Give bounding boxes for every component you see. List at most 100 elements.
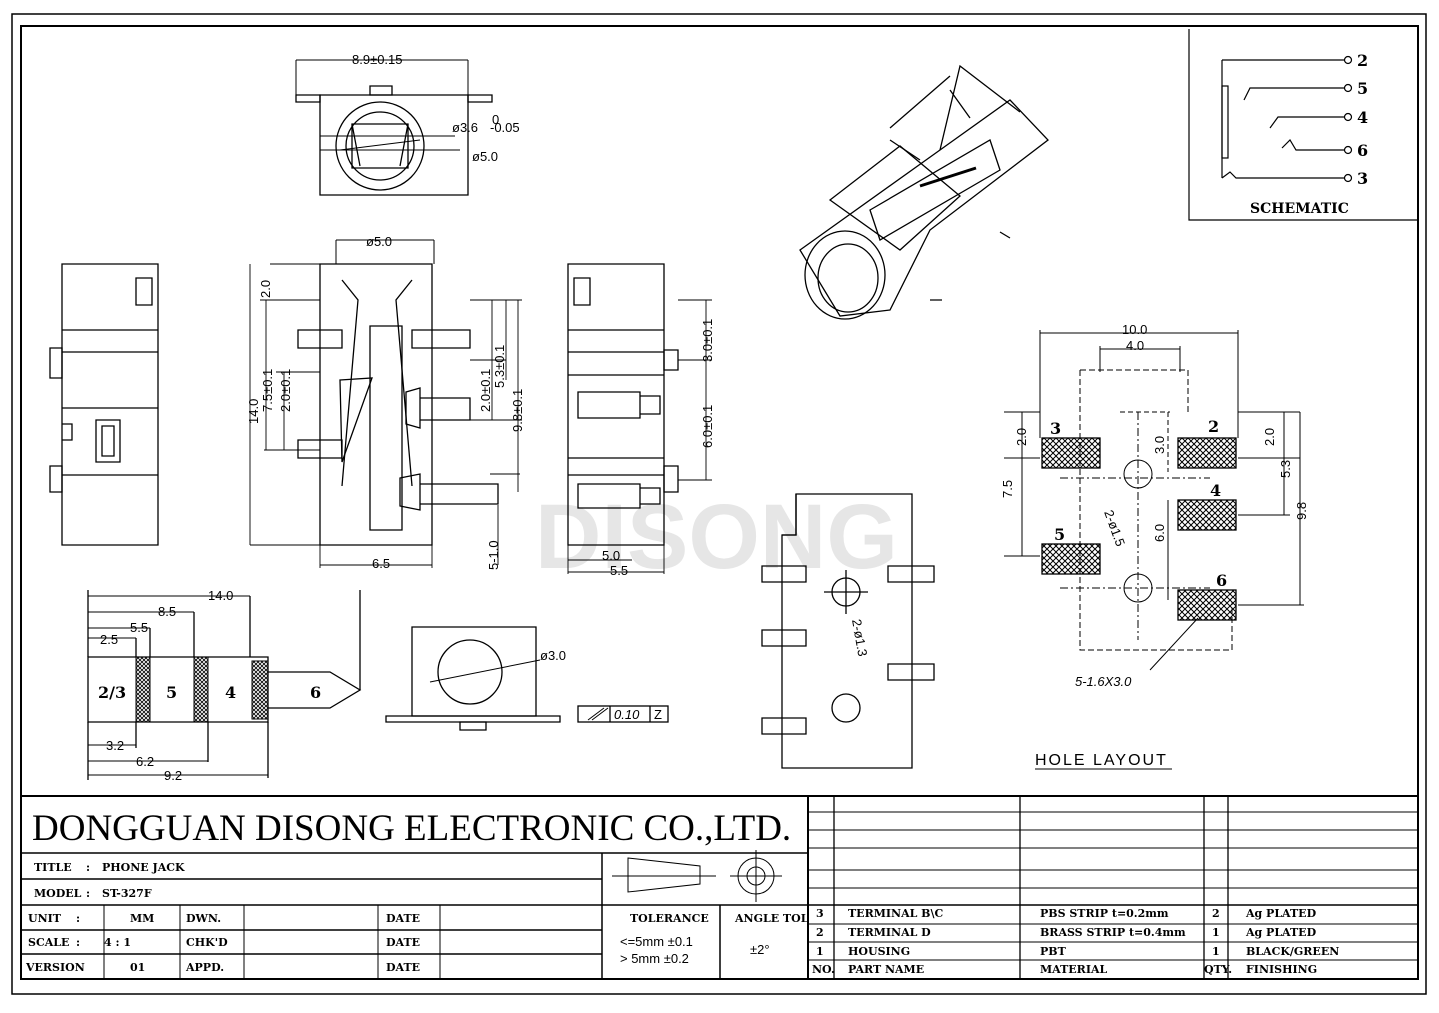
- angle-tol-label: ANGLE TOL: [734, 912, 809, 925]
- bom-header-no: NO.: [812, 963, 835, 976]
- hole-slot: 5-1.6X3.0: [1075, 674, 1132, 689]
- bom-header-part: PART NAME: [848, 963, 924, 976]
- front-view: [249, 239, 522, 568]
- scale-role: CHK'D: [186, 936, 228, 949]
- tolerance-line1: <=5mm ±0.1: [620, 934, 693, 949]
- plug-d55: 5.5: [130, 620, 148, 635]
- hole-h60: 6.0: [1152, 524, 1167, 542]
- bom-header-finish: FINISHING: [1246, 963, 1317, 976]
- unit-value: MM: [130, 912, 154, 925]
- pad-label-4: 4: [1210, 481, 1221, 500]
- front-h20: 2.0: [258, 280, 273, 298]
- hole-h75: 7.5: [1000, 480, 1015, 498]
- scale-label: SCALE: [28, 936, 69, 949]
- plug-d140: 14.0: [208, 588, 233, 603]
- plug-d32: 3.2: [106, 738, 124, 753]
- bottom-d30: ø3.0: [540, 648, 566, 663]
- model-value: ST-327F: [102, 887, 152, 900]
- plug-d92: 9.2: [164, 768, 182, 783]
- bom-no-2: 2: [816, 926, 824, 939]
- plug-seg-5: 5: [166, 683, 177, 702]
- schematic: [1188, 29, 1418, 221]
- pcb-view: [761, 493, 935, 769]
- schematic-label: SCHEMATIC: [1250, 201, 1349, 217]
- front-r20: 2.0±0.1: [478, 369, 493, 412]
- side-h60: 6.0±0.1: [700, 405, 715, 448]
- bottom-flat: 0.10: [614, 707, 640, 722]
- bottom-view: [385, 626, 669, 731]
- unit-role: DWN.: [186, 912, 221, 925]
- front-h75: 7.5±0.1: [260, 369, 275, 412]
- scale-date: DATE: [386, 936, 420, 949]
- hole-layout: [1004, 330, 1304, 671]
- version-date: DATE: [386, 961, 420, 974]
- bom-material-2: BRASS STRIP t=0.4mm: [1040, 926, 1186, 939]
- pad-3: [1041, 437, 1101, 469]
- pad-label-6: 6: [1216, 571, 1227, 590]
- bom-finish-1: BLACK/GREEN: [1246, 945, 1339, 958]
- unit-sep: :: [76, 912, 80, 925]
- front-h20b: 2.0±0.1: [278, 369, 293, 412]
- angle-tol-value: ±2°: [750, 942, 770, 957]
- pad-label-2: 2: [1208, 417, 1219, 436]
- title-label: TITLE: [34, 861, 72, 874]
- top-diam2-dim: ø5.0: [472, 149, 498, 164]
- pad-5: [1041, 543, 1101, 575]
- hole-h53: 5.3: [1278, 460, 1293, 478]
- plug-seg-4: 4: [225, 683, 236, 702]
- isometric-view: [799, 64, 1049, 320]
- bom-part-3: TERMINAL B\C: [848, 907, 944, 920]
- pad-label-5: 5: [1054, 525, 1065, 544]
- bom-qty-3: 2: [1212, 907, 1220, 920]
- hole-h2a: 2.0: [1014, 428, 1029, 446]
- front-r53: 5.3±0.1: [492, 345, 507, 388]
- plug-ring-2: [193, 656, 209, 723]
- schematic-pin-2: 2: [1357, 51, 1368, 70]
- unit-label: UNIT: [28, 912, 62, 925]
- pad-6: [1177, 589, 1237, 621]
- title-block: [21, 795, 1418, 979]
- tolerance-line2: > 5mm ±0.2: [620, 951, 689, 966]
- plug-ring-1: [135, 656, 151, 723]
- top-diam-tol-upper: 0: [492, 112, 499, 127]
- hole-h2b: 2.0: [1262, 428, 1277, 446]
- hole-w10: 10.0: [1122, 322, 1147, 337]
- top-width-dim: 8.9±0.15: [352, 52, 403, 67]
- hole-d15: 2-ø1.5: [1101, 508, 1128, 548]
- bom-finish-3: Ag PLATED: [1245, 907, 1317, 920]
- top-view: [295, 59, 493, 196]
- right-side-view: [567, 263, 712, 574]
- plug-d85: 8.5: [158, 604, 176, 619]
- plug-seg-6: 6: [310, 683, 321, 702]
- version-role: APPD.: [185, 961, 224, 974]
- unit-date: DATE: [386, 912, 420, 925]
- plug-ring-3: [251, 660, 269, 720]
- front-diam-dim: ø5.0: [366, 234, 392, 249]
- side-w55: 5.5: [610, 563, 628, 578]
- bom-part-1: HOUSING: [848, 945, 910, 958]
- bom-qty-2: 1: [1212, 926, 1220, 939]
- side-w50: 5.0: [602, 548, 620, 563]
- schematic-pin-6: 6: [1357, 141, 1368, 160]
- plug-seg-23: 2/3: [98, 683, 126, 702]
- version-value: 01: [130, 961, 145, 974]
- scale-value: 4 : 1: [104, 936, 131, 949]
- side-h30: 3.0±0.1: [700, 319, 715, 362]
- front-w65: 6.5: [372, 556, 390, 571]
- model-label: MODEL: [34, 887, 82, 900]
- title-value: PHONE JACK: [102, 861, 185, 874]
- schematic-pin-4: 4: [1357, 108, 1368, 127]
- bom-header-material: MATERIAL: [1040, 963, 1108, 976]
- top-diam-dim: ø3.6: [452, 120, 478, 135]
- bom-material-1: PBT: [1040, 945, 1067, 958]
- pad-4: [1177, 499, 1237, 531]
- title-sep: :: [86, 861, 90, 874]
- bom-part-2: TERMINAL D: [848, 926, 931, 939]
- pad-2: [1177, 437, 1237, 469]
- company-name: DONGGUAN DISONG ELECTRONIC CO.,LTD.: [32, 808, 791, 849]
- bom-no-1: 1: [816, 945, 824, 958]
- plug-d25: 2.5: [100, 632, 118, 647]
- left-side-view: [49, 263, 159, 546]
